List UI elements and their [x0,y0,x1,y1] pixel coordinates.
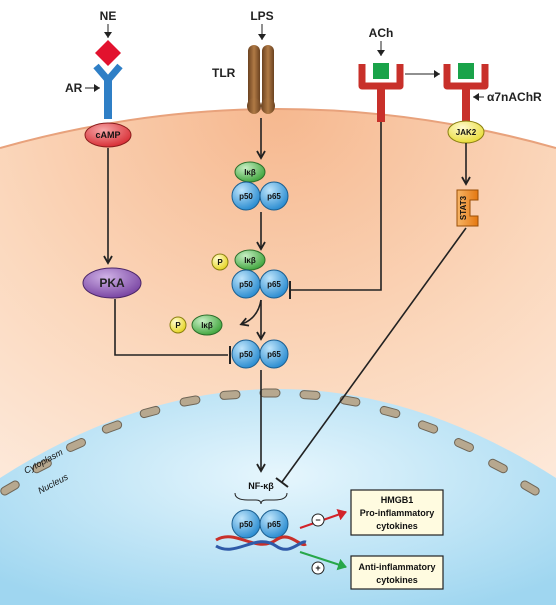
free-p50-p65: p50 p65 [231,339,289,369]
ar-label: AR [65,81,83,95]
ach-receptor-2-icon [443,63,489,122]
minus-sign-icon: − [311,513,325,527]
hmgb1-label: HMGB1 [381,495,414,505]
p65-label: p65 [267,192,281,201]
svg-text:+: + [315,563,320,573]
nfkb-dimer: p50 p65 [231,509,289,539]
phospho-label: P [217,258,223,267]
ikb-label: Iκβ [244,168,256,177]
plus-sign-icon: + [311,561,325,575]
ikb-p50-p65-complex: Iκβ p50 p65 [231,161,289,211]
pro-inflammatory-label: Pro-inflammatory [360,508,435,518]
camp-node: cAMP [84,122,132,148]
p50-label: p50 [239,520,253,529]
jak2-node: JAK2 [447,120,485,144]
pka-node: PKA [82,267,142,299]
anti-inflammatory-label: Anti-inflammatory [358,562,435,572]
jak2-label: JAK2 [456,128,477,137]
released-phospho-ikb: P Iκβ [169,314,223,336]
nfkb-brace [234,492,288,505]
anti-inflammatory-arrow [299,551,347,571]
p50-label: p50 [239,350,253,359]
ar-receptor-icon [93,63,123,119]
anti-cytokines-label: cytokines [376,575,418,585]
p65-label: p65 [267,520,281,529]
nfkb-label: NF-κβ [248,481,274,491]
ach-receptor-1-icon [358,63,404,122]
pka-inhibition-line [114,299,228,356]
tlr-label: TLR [212,66,236,80]
p65-label: p65 [267,350,281,359]
ikb-label: Iκβ [201,321,213,330]
pro-inflammatory-box: HMGB1 Pro-inflammatory cytokines [350,489,444,536]
p65-label: p65 [267,280,281,289]
a7nachr-label: α7nAChR [487,90,542,104]
camp-label: cAMP [95,130,120,140]
ach-label: ACh [369,26,394,40]
pro-cytokines-label: cytokines [376,521,418,531]
pka-label: PKA [99,276,125,290]
p50-label: p50 [239,192,253,201]
phospho-label: P [175,321,181,330]
ne-label: NE [100,9,117,23]
nucleus-region [0,389,556,605]
phospho-ikb-complex: P Iκβ p50 p65 [211,249,289,299]
dna-helix-icon [215,535,307,551]
ikb-label: Iκβ [244,256,256,265]
anti-inflammatory-box: Anti-inflammatory cytokines [350,555,444,590]
stat3-node: STAT3 [456,189,479,227]
ne-ligand-icon [95,40,121,66]
svg-text:−: − [315,515,320,525]
ach-inhibition-line [290,122,382,291]
stat3-label: STAT3 [459,195,468,220]
nuclear-envelope [0,388,540,496]
p50-label: p50 [239,280,253,289]
lps-label: LPS [250,9,273,23]
stat3-inhibition-line [281,227,467,483]
tlr-receptor-icon [247,45,275,114]
stat3-inhibition-bar [275,477,289,488]
